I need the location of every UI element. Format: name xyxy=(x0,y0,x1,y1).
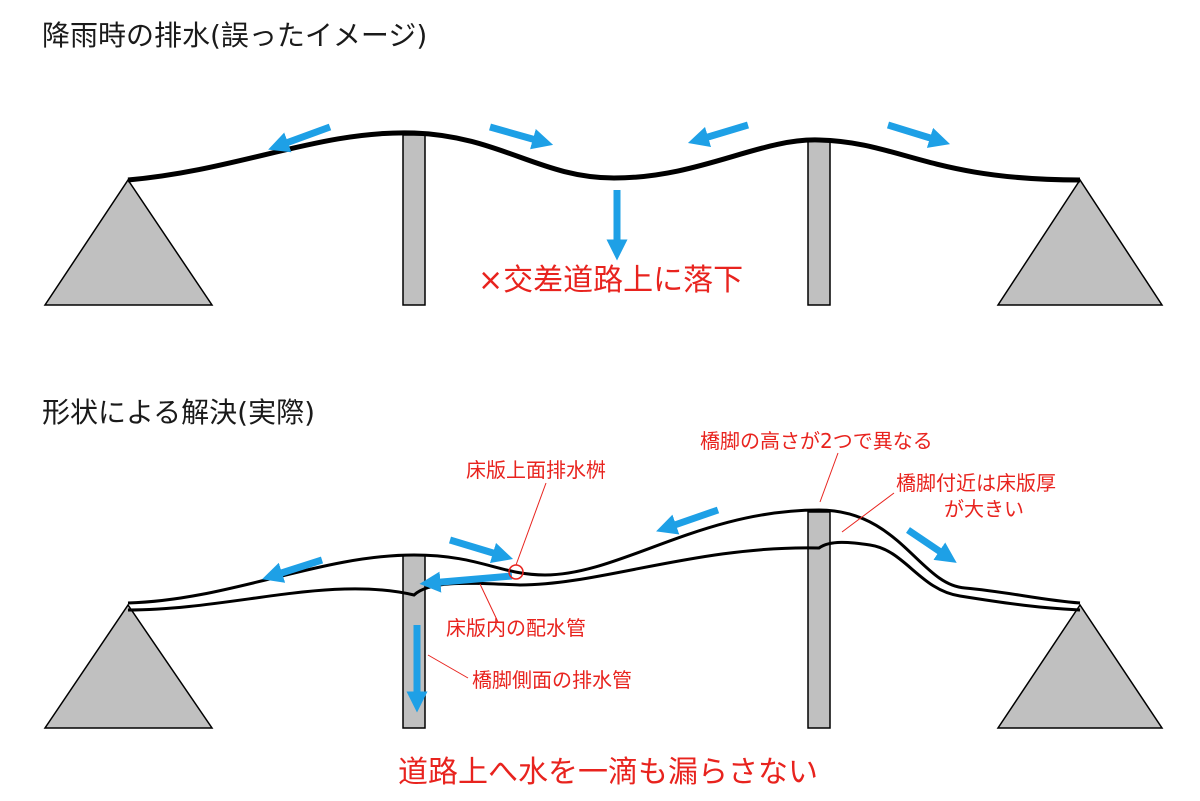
deck-lower-surface xyxy=(127,540,1081,612)
inner-pipe-leader xyxy=(479,583,499,623)
inner-pipe-label: 床版内の配水管 xyxy=(446,616,586,640)
pier-height-leader xyxy=(819,452,839,503)
flow-arrow-icon xyxy=(687,121,750,148)
deck-top xyxy=(127,130,1081,183)
top-panel-title: 降雨時の排水(誤ったイメージ) xyxy=(42,19,427,52)
inlet-leader xyxy=(515,482,547,566)
left-pier-top xyxy=(402,134,426,306)
flow-arrow-icon xyxy=(261,556,324,583)
inlet-label: 床版上面排水桝 xyxy=(466,458,606,482)
flow-arrow-icon xyxy=(448,536,514,564)
left-abutment-top xyxy=(43,178,214,306)
bottom-panel-title: 形状による解決(実際) xyxy=(42,396,315,429)
right-abutment-top xyxy=(996,178,1164,306)
right-pier-top xyxy=(807,139,831,306)
pier-height-label: 橋脚の高さが2つで異なる xyxy=(700,429,933,453)
top-result-label: ×交差道路上に落下 xyxy=(478,263,743,298)
flow-arrow-icon xyxy=(268,123,332,153)
left-abutment-bottom xyxy=(43,603,214,729)
side-pipe-leader xyxy=(427,654,469,679)
inner-pipe-arrow-icon xyxy=(419,571,513,593)
right-abutment-bottom xyxy=(996,603,1164,729)
side-pipe-label: 橋脚側面の排水管 xyxy=(472,668,632,692)
right-pier-bottom xyxy=(807,511,831,729)
bottom-result-label: 道路上へ水を一滴も漏らさない xyxy=(398,755,818,790)
slab-thickness-label-line1: 橋脚付近は床版厚 xyxy=(896,471,1056,495)
flow-arrow-icon xyxy=(886,121,951,148)
flow-arrow-icon xyxy=(656,506,720,535)
flow-arrow-icon xyxy=(906,527,957,563)
flow-arrow-icon xyxy=(489,123,554,150)
slab-thickness-label-line2: が大きい xyxy=(944,497,1024,521)
deck-upper-surface xyxy=(127,508,1081,605)
slab-thick-leader xyxy=(841,492,895,533)
